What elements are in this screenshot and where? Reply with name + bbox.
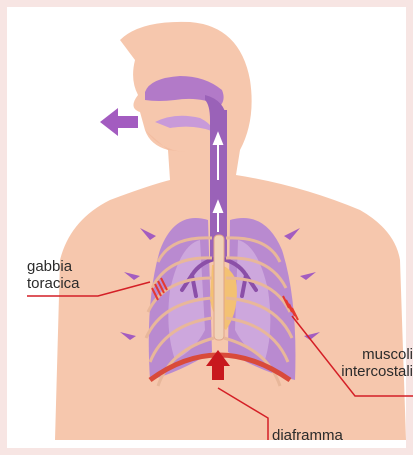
rib-cage-label-line2: toracica — [27, 275, 80, 292]
rib-cage-label: gabbia toracica — [27, 258, 80, 292]
intercostal-muscles-label: muscoli intercostali — [355, 346, 413, 363]
rib-cage-label-line1: gabbia — [27, 258, 80, 275]
diaphragm-label: diaframma — [272, 427, 343, 444]
exhale-arrow — [100, 108, 138, 136]
intercostal-label-line2: intercostali — [341, 363, 413, 380]
intercostal-label-line1: muscoli — [355, 346, 413, 363]
sternum — [214, 235, 224, 340]
